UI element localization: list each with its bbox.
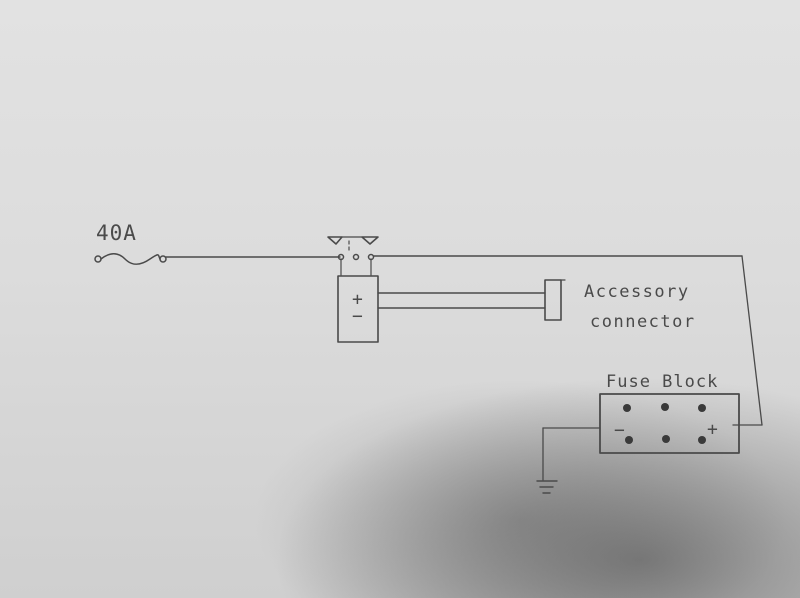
power-box-plus: + xyxy=(352,289,363,310)
fuse-rating-label: 40A xyxy=(96,221,137,245)
ground-icon xyxy=(536,480,558,494)
switch-symbol xyxy=(327,236,379,276)
wire-right-down xyxy=(741,255,763,426)
accessory-label-line2: connector xyxy=(590,312,696,332)
accessory-connector xyxy=(544,279,562,321)
inline-fuse xyxy=(94,253,167,265)
fuse-block-terminals xyxy=(623,403,706,444)
power-box-minus: − xyxy=(352,306,363,327)
power-box xyxy=(337,275,379,343)
accessory-label-line1: Accessory xyxy=(584,282,690,302)
fuse-block-minus: − xyxy=(614,420,625,441)
fuse-block-plus: + xyxy=(707,419,718,440)
fuse-block-label: Fuse Block xyxy=(606,372,718,392)
fuse-block xyxy=(599,393,740,454)
